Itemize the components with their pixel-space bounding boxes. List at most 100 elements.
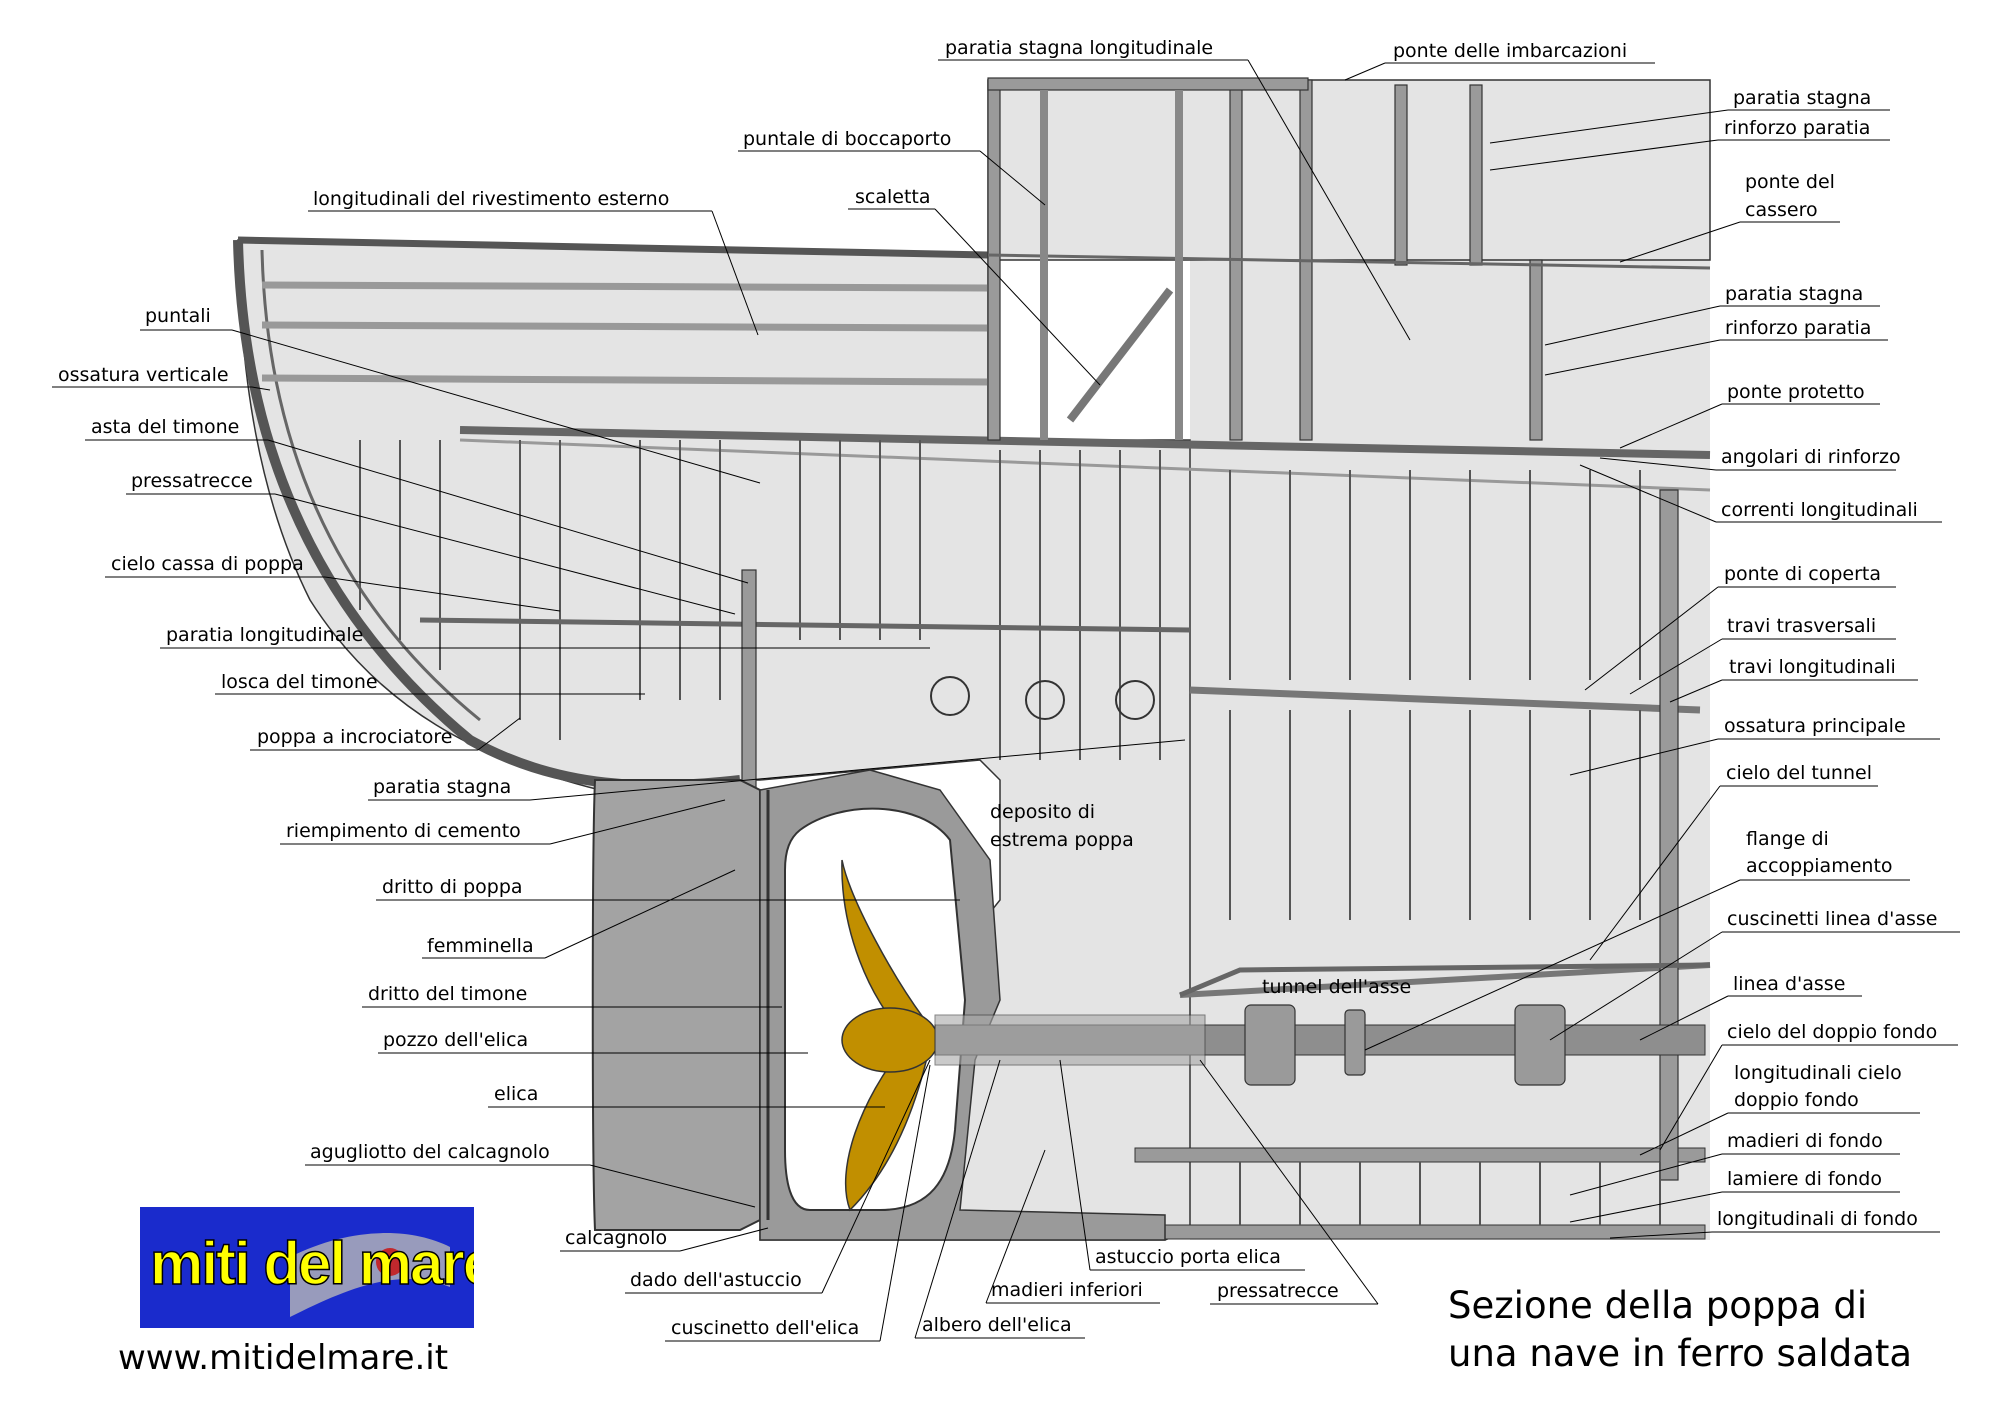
- title-line-1: Sezione della poppa di: [1448, 1284, 1868, 1327]
- label-pressatrecce-2: pressatrecce: [1217, 1280, 1339, 1302]
- top-deck-beam: [987, 77, 1309, 91]
- label-long-cielo-2: doppio fondo: [1734, 1089, 1859, 1111]
- label-puntali: puntali: [145, 305, 211, 327]
- label-paratia-stagna-longitudinale: paratia stagna longitudinale: [945, 37, 1213, 59]
- midship-frames: [1229, 470, 1661, 1225]
- label-scaletta: scaletta: [855, 186, 931, 208]
- protected-deck: [459, 426, 1711, 459]
- label-paratia-longitudinale: paratia longitudinale: [166, 624, 363, 646]
- label-flange-1: flange di: [1746, 828, 1829, 850]
- label-longitudinali-di-fondo: longitudinali di fondo: [1717, 1208, 1918, 1230]
- rudder: [591, 779, 761, 1231]
- label-losca-del-timone: losca del timone: [221, 671, 378, 693]
- label-correnti-longitudinali: correnti longitudinali: [1721, 499, 1918, 521]
- label-ponte-di-coperta: ponte di coperta: [1724, 563, 1881, 585]
- label-cielo-doppio-fondo: cielo del doppio fondo: [1727, 1021, 1937, 1043]
- logo: miti del mare: [140, 1207, 474, 1328]
- lightening-hole-2: [1025, 680, 1065, 720]
- label-paratia-stagna-1: paratia stagna: [1733, 87, 1871, 109]
- propeller-hub: [841, 1007, 939, 1073]
- label-poppa-a-incrociatore: poppa a incrociatore: [257, 726, 452, 748]
- label-deposito-2: estrema poppa: [990, 829, 1134, 851]
- bulkhead-6: [1529, 259, 1543, 441]
- label-madieri-di-fondo: madieri di fondo: [1727, 1130, 1883, 1152]
- shaft-tunnel: [1179, 962, 1711, 998]
- bulkhead-1: [987, 79, 1001, 441]
- ladder: [1066, 287, 1174, 423]
- label-ponte-protetto: ponte protetto: [1727, 381, 1865, 403]
- label-elica: elica: [494, 1083, 538, 1105]
- shaft-bearing-1: [1244, 1004, 1296, 1086]
- logo-swoosh-icon: [290, 1233, 450, 1317]
- rudder-stock: [741, 569, 757, 801]
- diagram-title: Sezione della poppa di una nave in ferro…: [1448, 1282, 1912, 1378]
- stern-inner-frame: [260, 249, 481, 722]
- label-travi-trasversali: travi trasversali: [1727, 615, 1876, 637]
- label-deposito-1: deposito di: [990, 801, 1095, 823]
- bulkhead-7: [1659, 489, 1679, 1181]
- lightening-hole-1: [930, 676, 970, 716]
- stern-tube: [934, 1014, 1206, 1066]
- bulkhead-5: [1469, 84, 1483, 266]
- stringer-3: [261, 374, 989, 386]
- label-long-cielo-1: longitudinali cielo: [1734, 1062, 1902, 1084]
- stringer-2: [261, 321, 989, 332]
- shaft-bearing-2: [1514, 1004, 1566, 1086]
- label-cuscinetti-linea-dasse: cuscinetti linea d'asse: [1727, 908, 1937, 930]
- label-ossatura-principale: ossatura principale: [1724, 715, 1906, 737]
- label-madieri-inferiori: madieri inferiori: [991, 1279, 1143, 1301]
- label-lamiere-di-fondo: lamiere di fondo: [1727, 1168, 1882, 1190]
- label-rinforzo-paratia-2: rinforzo paratia: [1725, 317, 1871, 339]
- label-ponte-delle-imbarcazioni: ponte delle imbarcazioni: [1393, 40, 1627, 62]
- label-dritto-del-timone: dritto del timone: [368, 983, 527, 1005]
- label-femminella: femminella: [427, 935, 534, 957]
- label-cuscinetto-dellelica: cuscinetto dell'elica: [671, 1317, 859, 1339]
- label-cielo-cassa-di-poppa: cielo cassa di poppa: [111, 553, 304, 575]
- upper-deck-line: [987, 253, 1711, 270]
- hatch-pillar: [1040, 90, 1048, 440]
- title-line-2: una nave in ferro saldata: [1448, 1332, 1913, 1375]
- label-ponte-del-cassero-1: ponte del: [1745, 171, 1835, 193]
- label-rinforzo-paratia-1: rinforzo paratia: [1724, 117, 1870, 139]
- label-ponte-del-cassero-2: cassero: [1745, 199, 1818, 221]
- coupling-flange: [1344, 1009, 1366, 1076]
- label-linea-dasse: linea d'asse: [1733, 973, 1845, 995]
- label-travi-longitudinali: travi longitudinali: [1729, 656, 1896, 678]
- labels: paratia stagna longitudinale ponte delle…: [52, 37, 1960, 1342]
- tunnel-roof: [1179, 962, 1711, 998]
- label-cielo-del-tunnel: cielo del tunnel: [1726, 762, 1872, 784]
- label-puntale-di-boccaporto: puntale di boccaporto: [743, 128, 951, 150]
- label-flange-2: accoppiamento: [1746, 855, 1893, 877]
- label-paratia-stagna-2: paratia stagna: [1725, 283, 1863, 305]
- label-pozzo-dellelica: pozzo dell'elica: [383, 1029, 528, 1051]
- main-deck: [1189, 686, 1701, 714]
- label-albero-dellelica: albero dell'elica: [922, 1314, 1072, 1336]
- double-bottom-bottom: [1134, 1224, 1706, 1240]
- label-longitudinali-rivestimento: longitudinali del rivestimento esterno: [313, 188, 669, 210]
- poop-deck-line: [237, 236, 989, 259]
- logo-text: miti del mare: [149, 1229, 474, 1298]
- propeller-blade-lower: [844, 1044, 931, 1212]
- aft-frames: [359, 440, 1161, 760]
- label-ossatura-verticale: ossatura verticale: [58, 364, 229, 386]
- hull-structure: [233, 77, 1711, 1241]
- label-angolari-di-rinforzo: angolari di rinforzo: [1721, 446, 1901, 468]
- double-bottom-top: [1134, 1147, 1706, 1163]
- bulkhead-4: [1394, 84, 1408, 266]
- label-paratia-stagna-3: paratia stagna: [373, 776, 511, 798]
- aft-peak-tank-top: [419, 617, 1191, 633]
- label-riempimento-di-cemento: riempimento di cemento: [286, 820, 521, 842]
- label-pressatrecce-1: pressatrecce: [131, 470, 253, 492]
- label-calcagnolo: calcagnolo: [565, 1227, 667, 1249]
- label-tunnel-dellasse: tunnel dell'asse: [1262, 976, 1411, 998]
- superstructure: [987, 79, 1711, 261]
- label-agugliotto: agugliotto del calcagnolo: [310, 1141, 550, 1163]
- site-url[interactable]: www.mitidelmare.it: [118, 1338, 449, 1378]
- lightening-hole-3: [1115, 680, 1155, 720]
- label-dritto-di-poppa: dritto di poppa: [382, 876, 523, 898]
- label-astuccio-porta-elica: astuccio porta elica: [1095, 1246, 1281, 1268]
- label-dado-dellastuccio: dado dell'astuccio: [630, 1269, 802, 1291]
- protected-deck-lower: [459, 438, 1711, 492]
- label-asta-del-timone: asta del timone: [91, 416, 239, 438]
